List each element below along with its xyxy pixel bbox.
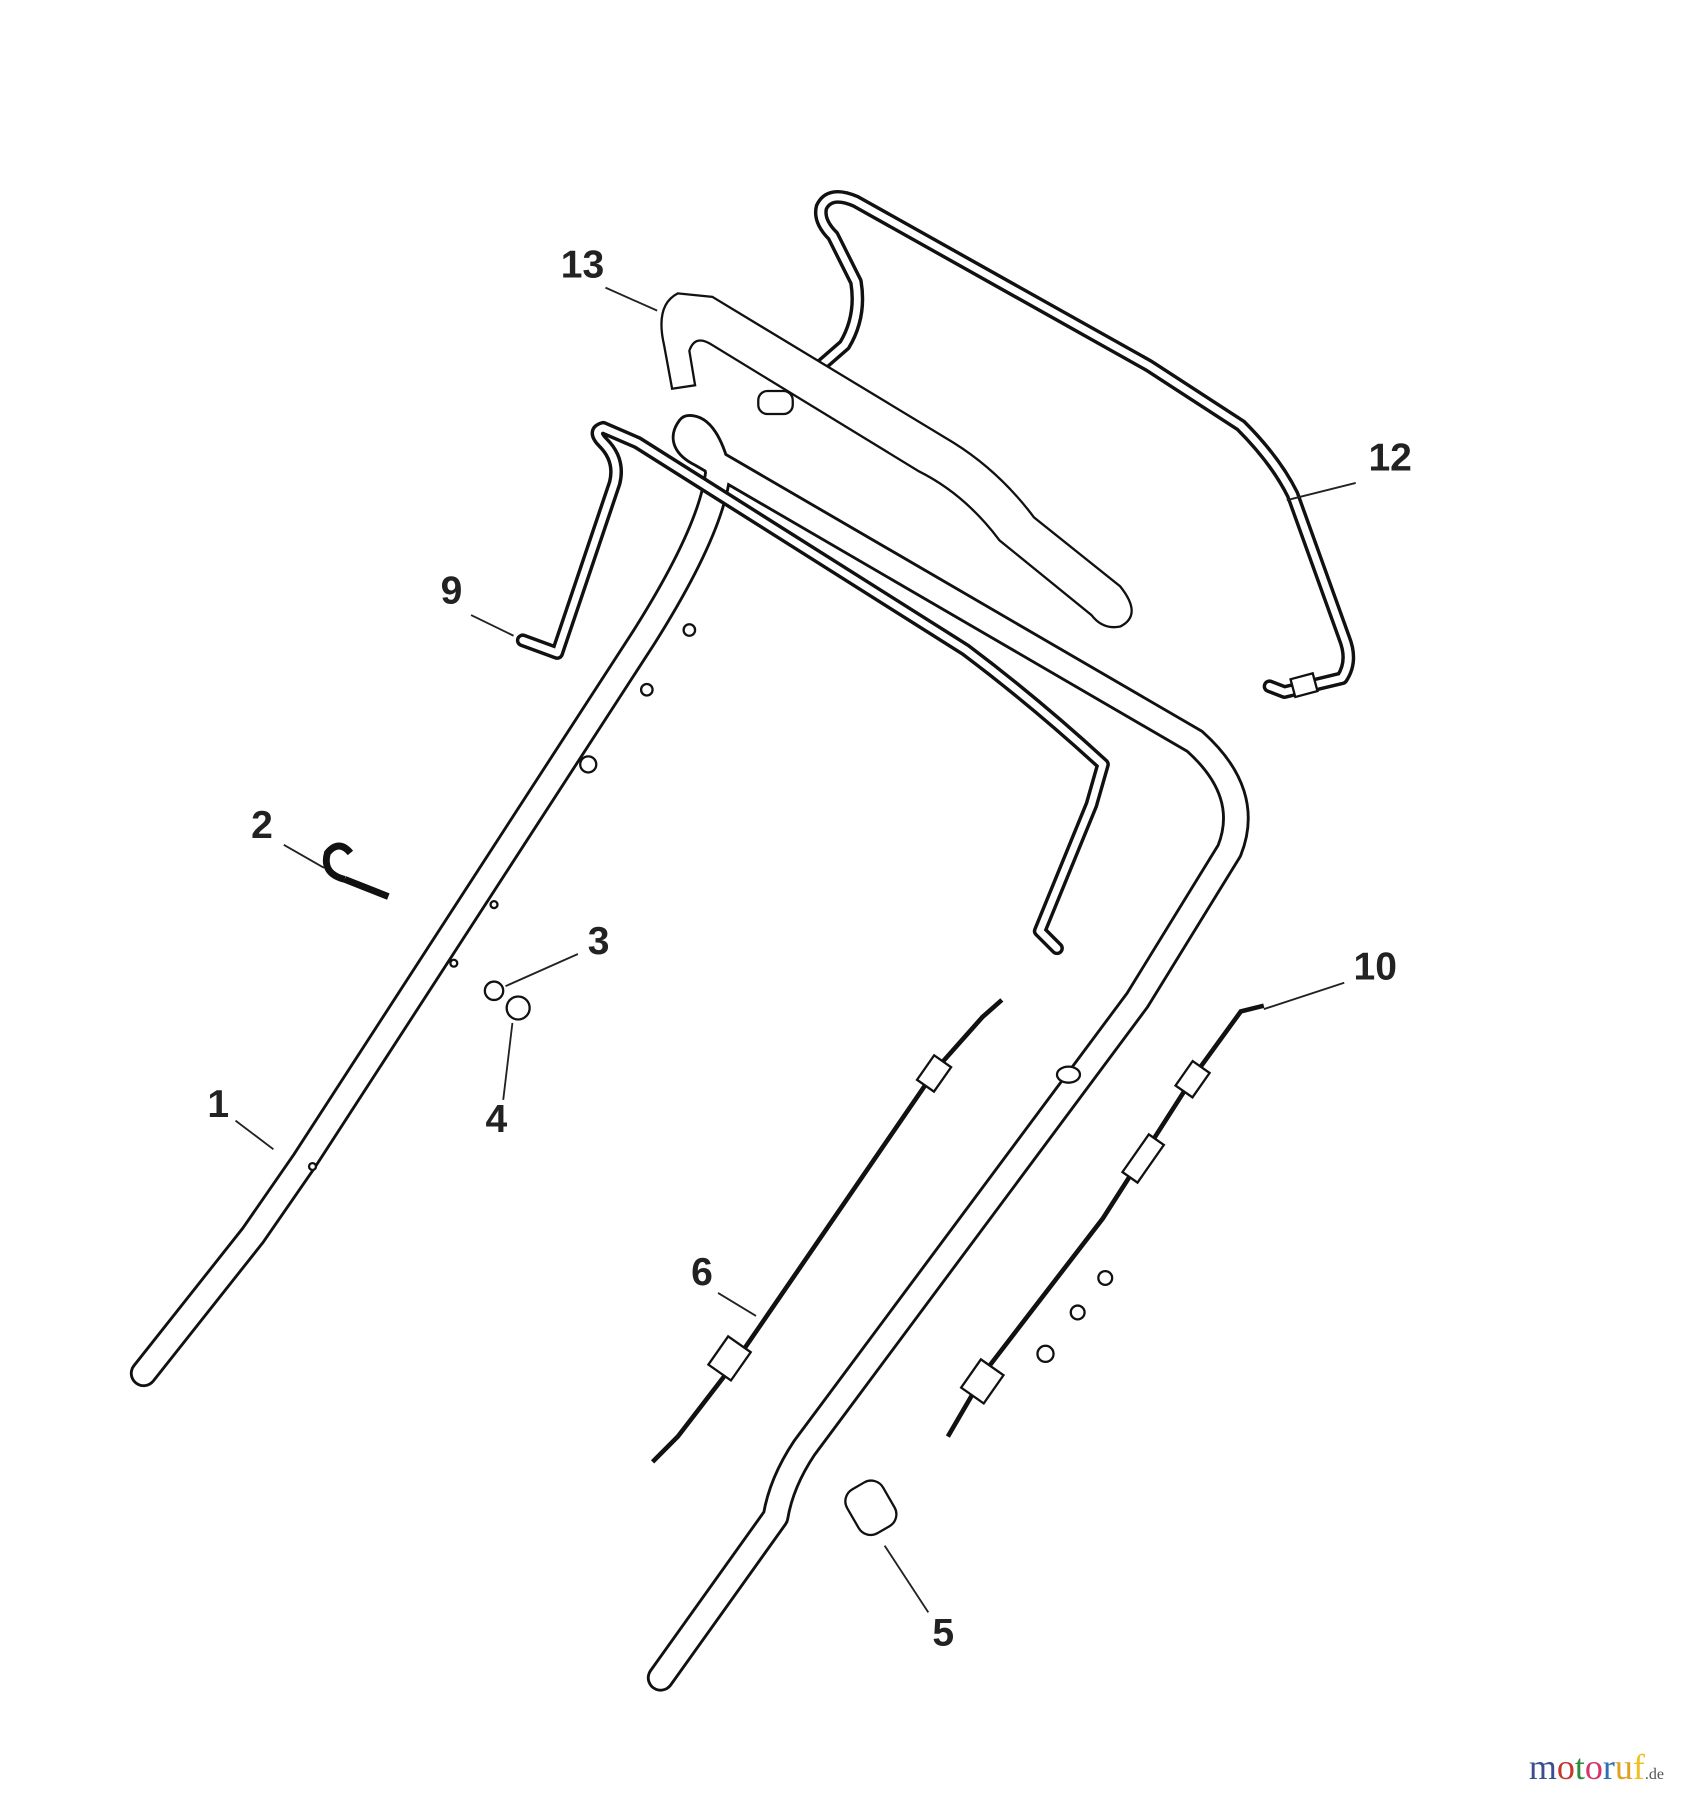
callout-1: 1 <box>207 1083 229 1126</box>
callout-4: 4 <box>485 1098 507 1141</box>
callout-3: 3 <box>588 920 610 963</box>
main-handle-part-1 <box>129 414 1250 1692</box>
callout-9: 9 <box>441 570 463 613</box>
lower-bail-part-9 <box>515 420 1110 956</box>
hook-part-2 <box>322 842 390 900</box>
cable-part-10 <box>945 1003 1265 1438</box>
bar-part-13 <box>660 292 1133 629</box>
clamp-part-5 <box>844 1479 898 1537</box>
watermark-logo: motoruf.de <box>1528 1747 1664 1787</box>
callout-6: 6 <box>691 1251 713 1294</box>
upper-bail-part-12 <box>811 190 1356 699</box>
callout-12: 12 <box>1368 436 1411 479</box>
washer-part-3 <box>483 980 505 1002</box>
callout-5: 5 <box>932 1612 954 1655</box>
callout-13: 13 <box>561 243 604 286</box>
callout-2: 2 <box>251 804 273 847</box>
callout-10: 10 <box>1354 945 1397 988</box>
nut-part-4 <box>505 995 531 1021</box>
cable-part-6 <box>650 998 1004 1464</box>
